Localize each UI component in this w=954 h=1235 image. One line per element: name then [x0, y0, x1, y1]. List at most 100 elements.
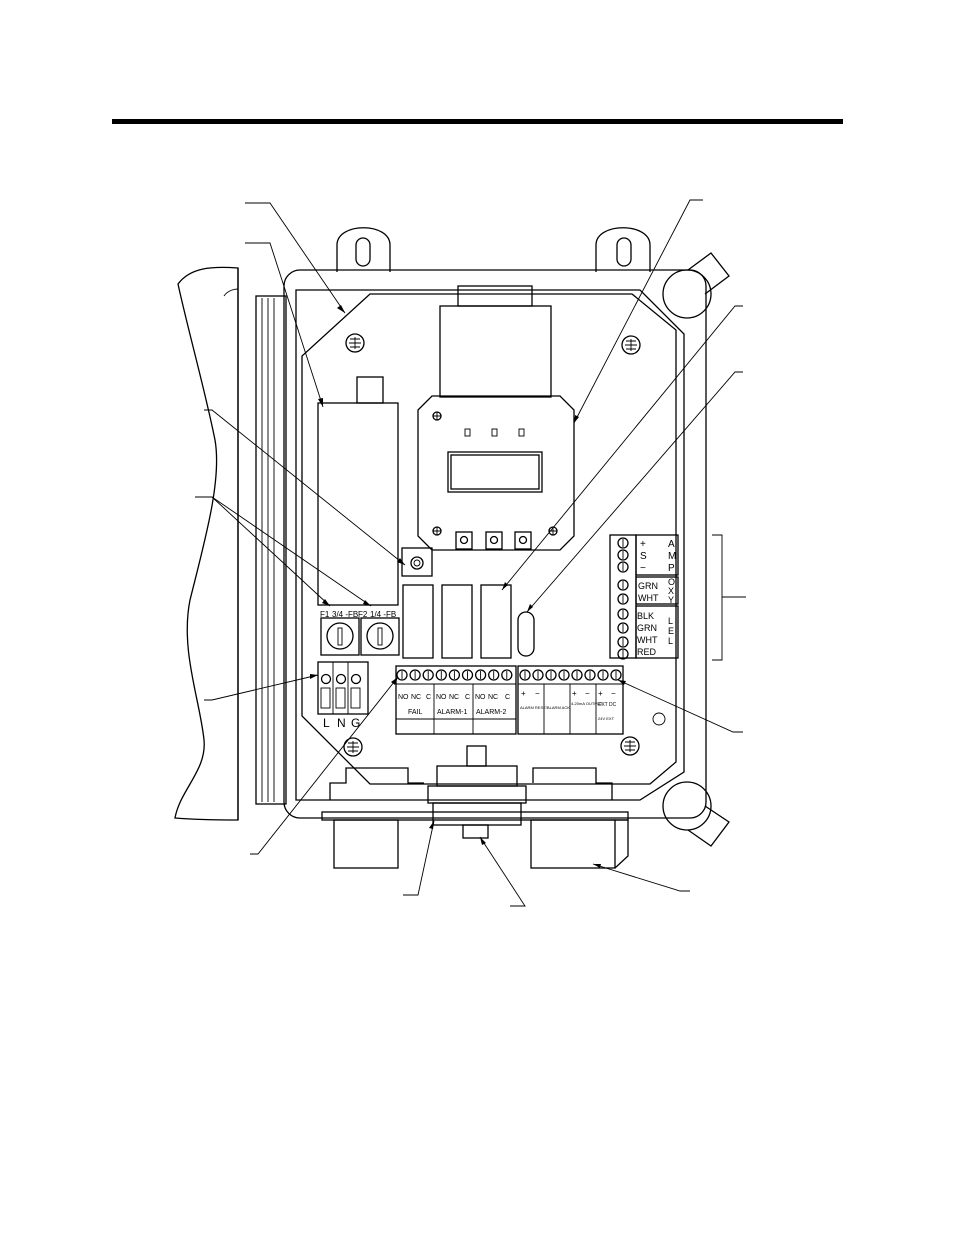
- terminal-screw-icon: [558, 669, 570, 681]
- current-minus: −: [585, 689, 590, 698]
- terminal-screw-icon: [597, 669, 609, 681]
- terminal-screw-icon: [571, 669, 583, 681]
- terminal-screw-icon: [461, 669, 474, 681]
- alarm2-group-label: ALARM-2: [476, 709, 506, 716]
- terminal-screw-icon: [617, 593, 629, 605]
- arrowheads: [310, 305, 626, 868]
- power-supply-module: [317, 376, 399, 606]
- terminal-screw-icon: [409, 669, 421, 681]
- fuse-holders: F1 3/4 -FB F2 1/4 -FB: [320, 610, 400, 656]
- enclosure-body: [283, 227, 730, 869]
- relay-terminal-strip: NO NC C NO NC C NO NC C FAIL ALARM-1 ALA…: [395, 665, 517, 735]
- jumper-slot: [517, 611, 535, 657]
- amp-label-a: A: [668, 539, 675, 550]
- power-terminal-block: L N G: [317, 661, 369, 730]
- terminal-screw-icon: [474, 669, 487, 681]
- fail-no-label: NO: [398, 694, 409, 701]
- terminal-screw-icon: [617, 648, 629, 660]
- header-rule: [112, 119, 843, 124]
- fail-group-label: FAIL: [408, 709, 423, 716]
- fuse-f1-rating: 3/4 -FB: [332, 610, 358, 619]
- screw-icon: [621, 335, 641, 355]
- relays: [402, 584, 512, 659]
- oxy-row-2: WHT: [638, 593, 659, 603]
- screw-icon: [620, 736, 640, 756]
- screw-icon: [343, 737, 363, 757]
- amp-row-3: −: [640, 563, 646, 574]
- lel-row-4: RED: [637, 647, 657, 657]
- sensor-terminal-block: + S − A M P GRN WHT O X Y BLK GRN WHT RE…: [609, 534, 679, 660]
- reset-plus: +: [521, 689, 526, 698]
- display-module: [417, 285, 575, 551]
- conduit-fittings: [329, 745, 613, 839]
- alarm2-nc-label: NC: [488, 694, 498, 701]
- lel-row-1: BLK: [637, 611, 654, 621]
- amp-row-1: +: [640, 539, 646, 550]
- terminal-screw-icon: [617, 579, 629, 591]
- terminal-screw-icon: [617, 608, 629, 620]
- terminal-g-label: G: [351, 716, 360, 730]
- enclosure-door: [174, 266, 287, 821]
- oxy-label-o: O: [668, 577, 675, 587]
- terminal-screw-icon: [435, 669, 447, 681]
- alarm-ack-label: ALARM ACK: [547, 705, 570, 710]
- oxy-label-x: X: [668, 586, 674, 596]
- lel-row-3: WHT: [637, 635, 658, 645]
- terminal-screw-icon: [617, 622, 629, 634]
- terminal-screw-icon: [610, 669, 622, 681]
- current-plus: +: [572, 689, 577, 698]
- fail-nc-label: NC: [411, 694, 421, 701]
- alarm1-group-label: ALARM-1: [437, 709, 467, 716]
- fuse-f2-label: F2: [358, 610, 368, 619]
- amp-label-p: P: [668, 563, 675, 574]
- screw-icon: [432, 526, 442, 536]
- indicator-circle: [652, 712, 666, 726]
- alarm1-c-label: C: [465, 694, 470, 701]
- lel-label-e: E: [668, 626, 674, 636]
- terminal-screw-icon: [617, 537, 629, 549]
- alarm2-no-label: NO: [475, 694, 486, 701]
- terminal-screw-icon: [545, 669, 557, 681]
- leader-lines: [195, 199, 746, 907]
- fuse-f1-label: F1: [320, 610, 330, 619]
- alarm1-no-label: NO: [436, 694, 447, 701]
- terminal-screw-icon: [584, 669, 596, 681]
- ext-minus: −: [611, 689, 616, 698]
- output-terminal-strip: + − + − + − ALARM RESET ALARM ACK 4-20mA…: [517, 665, 624, 735]
- oxy-label-y: Y: [668, 595, 674, 605]
- screw-icon: [432, 411, 442, 421]
- terminal-screw-icon: [448, 669, 461, 681]
- current-output-label: 4-20mA OUTPUT: [571, 701, 603, 706]
- amp-label-m: M: [668, 551, 676, 562]
- lel-label-l1: L: [668, 616, 673, 626]
- terminal-screw-icon: [532, 669, 544, 681]
- screw-icon: [345, 333, 365, 353]
- terminal-screw-icon: [422, 669, 434, 681]
- potentiometer: [401, 547, 433, 577]
- mounting-screws: [343, 333, 641, 757]
- alarm1-nc-label: NC: [449, 694, 459, 701]
- ext-dc-label: EXT DC: [598, 702, 617, 708]
- terminal-n-label: N: [337, 716, 346, 730]
- reset-minus: −: [535, 689, 540, 698]
- terminal-screw-icon: [617, 636, 629, 648]
- terminal-screw-icon: [488, 669, 500, 681]
- amp-row-2: S: [640, 551, 647, 562]
- lel-label-l2: L: [668, 636, 673, 646]
- terminal-screw-icon: [617, 549, 629, 561]
- terminal-screw-icon: [396, 669, 408, 681]
- keypad-buttons: [455, 531, 532, 550]
- alarm2-c-label: C: [505, 694, 510, 701]
- ext-plus: +: [598, 689, 603, 698]
- terminal-screw-icon: [501, 669, 513, 681]
- terminal-screw-icon: [617, 561, 629, 573]
- lel-row-2: GRN: [637, 623, 657, 633]
- oxy-row-1: GRN: [638, 581, 658, 591]
- fuse-f2-rating: 1/4 -FB: [370, 610, 396, 619]
- terminal-l-label: L: [323, 716, 330, 730]
- terminal-screw-icon: [519, 669, 531, 681]
- ext-dc-sub-label: 24V EXT: [598, 716, 615, 721]
- alarm-reset-label: ALARM RESET: [520, 705, 549, 710]
- fail-c-label: C: [426, 694, 431, 701]
